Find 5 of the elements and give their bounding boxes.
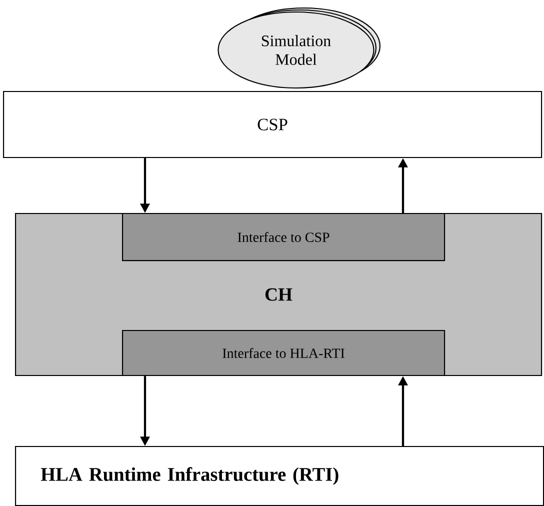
process-box: CSP [3,91,542,158]
process-box: HLA Runtime Infrastructure (RTI) [15,446,544,506]
interface-box: Interface to CSP [122,213,446,262]
interface-box: Interface to HLA-RTI [122,330,446,376]
ellipse-node: Simulation Model [218,7,381,89]
